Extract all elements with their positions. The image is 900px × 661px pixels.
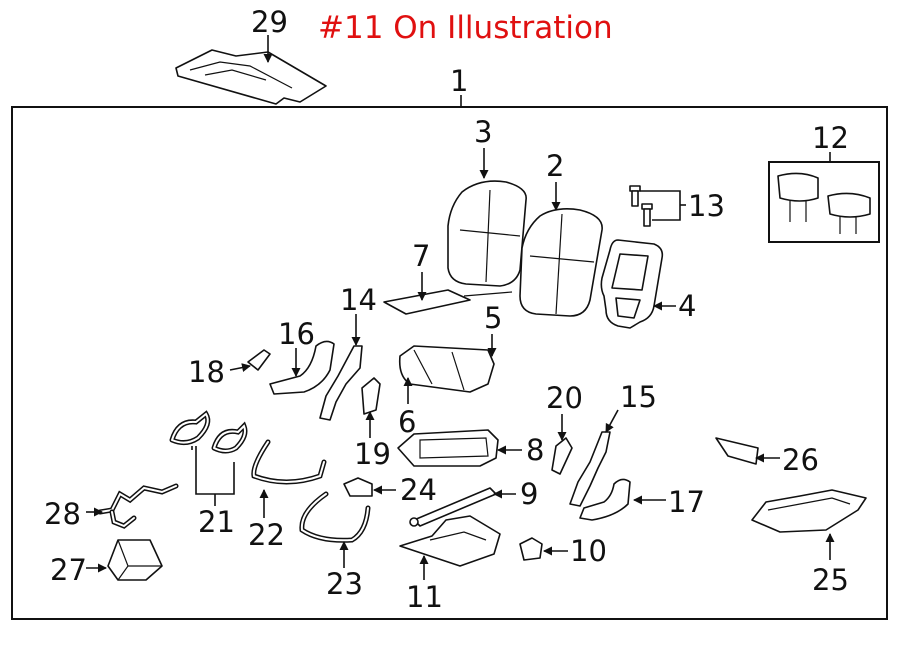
callout-21: 21 xyxy=(198,505,235,539)
callout-13: 13 xyxy=(688,189,725,223)
part-29-cover xyxy=(175,49,327,105)
callout-23: 23 xyxy=(326,567,363,601)
callout-16: 16 xyxy=(278,317,315,351)
part-28-harness xyxy=(97,483,179,529)
callout-19: 19 xyxy=(354,437,391,471)
callout-4: 4 xyxy=(678,289,696,323)
part-2-seat-back xyxy=(519,208,603,317)
callout-22: 22 xyxy=(248,518,285,552)
part-23-wire xyxy=(299,491,371,543)
part-13-bolts xyxy=(629,185,653,227)
part-18-bracket xyxy=(247,349,271,371)
callout-20: 20 xyxy=(546,381,583,415)
part-3-seat-back xyxy=(447,180,527,287)
part-4-back-frame xyxy=(600,239,664,329)
part-27-block xyxy=(107,539,163,581)
part-21-wires xyxy=(169,410,248,454)
callout-17: 17 xyxy=(668,485,705,519)
part-19-cover xyxy=(361,377,381,415)
callout-9: 9 xyxy=(520,477,538,511)
callout-14: 14 xyxy=(340,283,377,317)
part-7-pad xyxy=(383,289,513,315)
part-20-bracket xyxy=(551,437,573,475)
callout-3: 3 xyxy=(474,115,492,149)
callout-26: 26 xyxy=(782,443,819,477)
callout-25: 25 xyxy=(812,563,849,597)
callout-10: 10 xyxy=(570,534,607,568)
part-5-cushion xyxy=(398,345,495,393)
callout-5: 5 xyxy=(484,301,502,335)
callout-11: 11 xyxy=(406,580,443,614)
callout-29: 29 xyxy=(251,5,288,39)
part-11-cover xyxy=(399,515,501,567)
callout-6: 6 xyxy=(398,405,416,439)
part-26-label xyxy=(715,437,759,465)
part-22-wire xyxy=(251,439,327,485)
callout-18: 18 xyxy=(188,355,225,389)
part-14-recliner xyxy=(319,345,363,421)
illustration-note: #11 On Illustration xyxy=(318,10,613,46)
callout-2: 2 xyxy=(546,149,564,183)
part-17-trim xyxy=(579,478,631,521)
part-10-clip xyxy=(519,537,543,561)
part-25-tray xyxy=(751,489,867,533)
callout-28: 28 xyxy=(44,497,81,531)
part-8-seat-frame xyxy=(397,429,499,467)
part-12-box xyxy=(768,161,880,243)
part-15-recliner xyxy=(569,431,611,507)
part-24-clip xyxy=(343,477,373,497)
callout-1: 1 xyxy=(450,64,468,98)
assembly-frame xyxy=(11,106,888,620)
callout-15: 15 xyxy=(620,380,657,414)
callout-27: 27 xyxy=(50,553,87,587)
part-12-headrests xyxy=(777,172,871,234)
callout-8: 8 xyxy=(526,433,544,467)
part-16-trim xyxy=(269,340,335,395)
callout-7: 7 xyxy=(412,239,430,273)
callout-12: 12 xyxy=(812,121,849,155)
callout-24: 24 xyxy=(400,473,437,507)
